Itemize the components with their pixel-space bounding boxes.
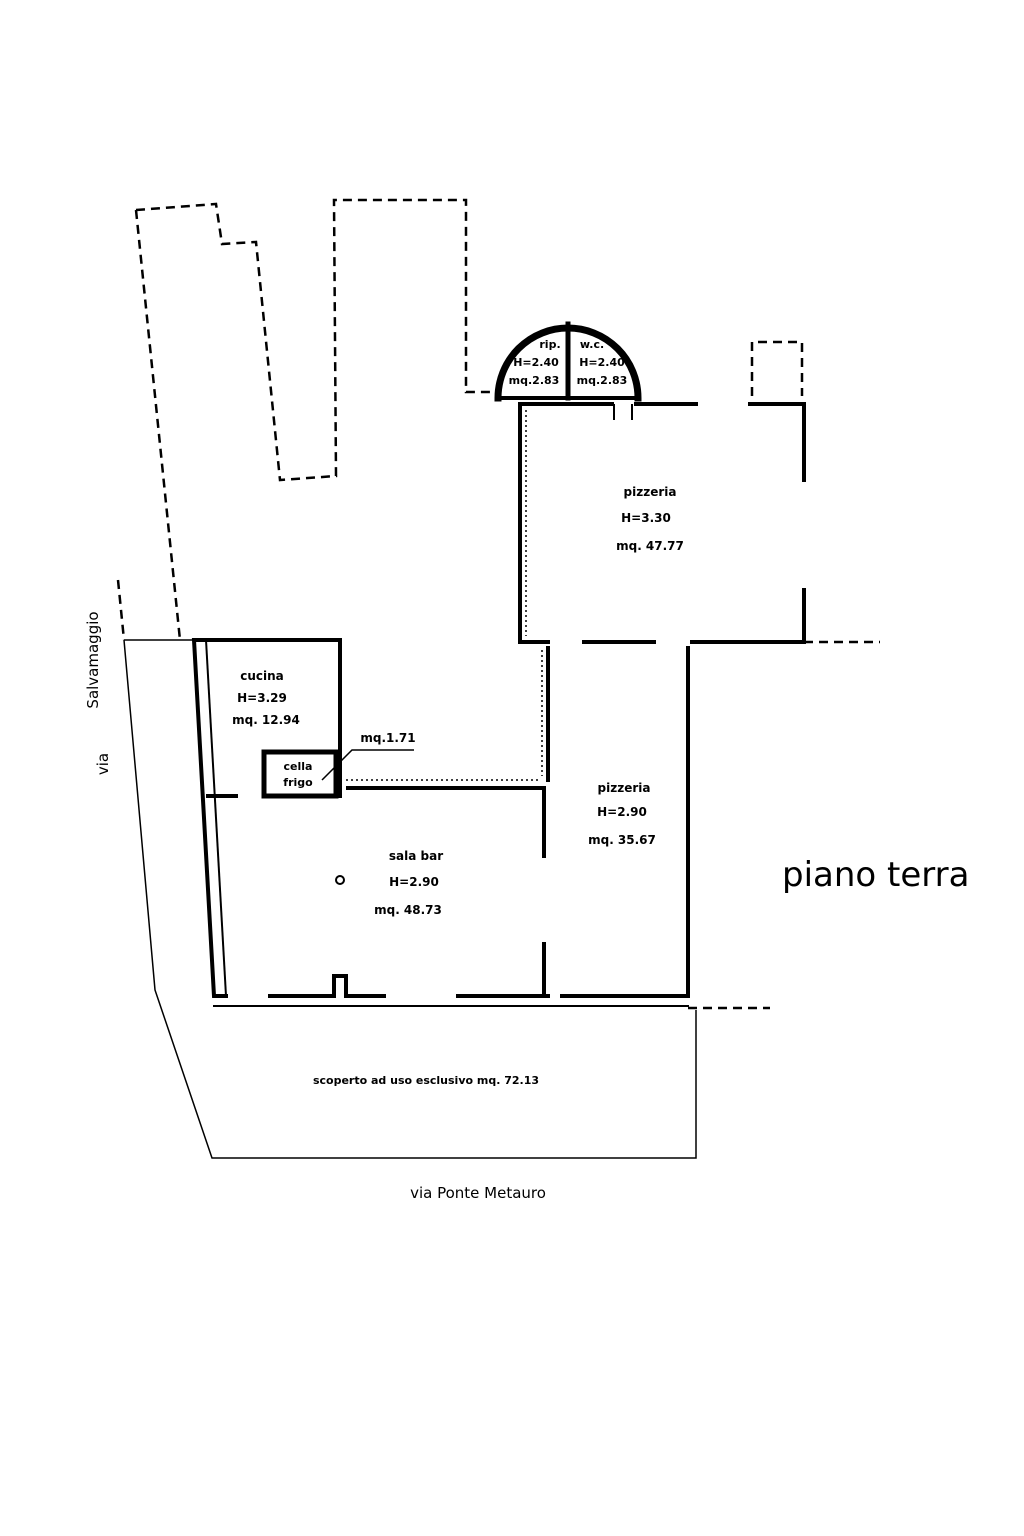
- pizzeria-south-area: mq. 35.67: [588, 833, 656, 847]
- sala-bar-height: H=2.90: [389, 875, 439, 889]
- pizzeria-south-name: pizzeria: [598, 781, 651, 795]
- pizzeria-north-area: mq. 47.77: [616, 539, 684, 553]
- room-rip-wc: [494, 321, 642, 402]
- plan-title: piano terra: [782, 855, 969, 895]
- rip-name: rip.: [539, 338, 560, 351]
- street-south: via Ponte Metauro: [410, 1184, 546, 1202]
- street-west-name: Salvamaggio: [84, 611, 102, 708]
- cucina-name: cucina: [240, 669, 284, 683]
- sala-bar-name: sala bar: [389, 849, 443, 863]
- cucina-area: mq. 12.94: [232, 713, 300, 727]
- neighbour-outline: [134, 198, 500, 641]
- label-pizzeria-south: pizzeria H=2.90 mq. 35.67: [588, 781, 656, 847]
- wc-height: H=2.40: [579, 356, 625, 369]
- cella-name-2: frigo: [283, 776, 313, 789]
- room-main-block: [191, 638, 770, 1010]
- label-pizzeria-north: pizzeria H=3.30 mq. 47.77: [616, 485, 684, 553]
- label-rip: rip. H=2.40 mq.2.83: [509, 338, 561, 387]
- wc-name: w.c.: [580, 338, 604, 351]
- cella-name-1: cella: [284, 760, 313, 773]
- west-boundary: [116, 579, 697, 1159]
- cella-area: mq.1.71: [360, 731, 415, 745]
- outdoor-label: scoperto ad uso esclusivo mq. 72.13: [313, 1074, 539, 1087]
- pizzeria-north-name: pizzeria: [624, 485, 677, 499]
- sala-bar-area: mq. 48.73: [374, 903, 442, 917]
- cucina-height: H=3.29: [237, 691, 287, 705]
- label-cella-frigo: cella frigo mq.1.71: [283, 731, 415, 789]
- label-wc: w.c. H=2.40 mq.2.83: [577, 338, 628, 387]
- pizzeria-south-height: H=2.90: [597, 805, 647, 819]
- rip-height: H=2.40: [513, 356, 559, 369]
- label-cucina: cucina H=3.29 mq. 12.94: [232, 669, 300, 727]
- label-sala-bar: sala bar H=2.90 mq. 48.73: [374, 849, 443, 917]
- wc-area: mq.2.83: [577, 374, 628, 387]
- pizzeria-north-height: H=3.30: [621, 511, 671, 525]
- rip-area: mq.2.83: [509, 374, 560, 387]
- room-pizzeria-north: [518, 340, 880, 644]
- street-west-via: via: [94, 753, 112, 775]
- room-cella-frigo: [261, 749, 414, 799]
